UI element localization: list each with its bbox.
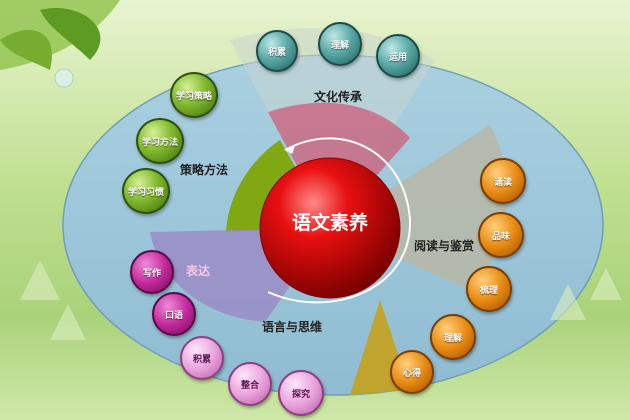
sector-khaki (330, 125, 508, 290)
category-culture: 文化传承 (314, 90, 363, 104)
node-reading-3[interactable]: 梳理 (466, 266, 512, 312)
leaf-decoration-icon (0, 0, 120, 88)
node-strategy-3[interactable]: 学习习惯 (122, 168, 170, 214)
node-reading-2[interactable]: 品味 (478, 212, 524, 258)
node-reading-1[interactable]: 诵读 (480, 158, 526, 204)
category-strategy: 策略方法 (180, 163, 229, 177)
node-strategy-1[interactable]: 学习策略 (170, 72, 218, 118)
category-expression: 表达 (186, 264, 211, 278)
node-culture-1[interactable]: 积累 (256, 30, 298, 72)
center-ball (259, 157, 401, 299)
node-culture-2[interactable]: 理解 (318, 22, 362, 66)
node-expression-2[interactable]: 口语 (152, 292, 196, 336)
orbit-arrow (267, 137, 412, 304)
node-language-1[interactable]: 积累 (180, 336, 224, 380)
node-language-3[interactable]: 探究 (278, 370, 324, 416)
node-strategy-2[interactable]: 学习方法 (136, 118, 184, 164)
node-reading-4[interactable]: 理解 (430, 314, 476, 360)
node-expression-1[interactable]: 写作 (130, 250, 174, 294)
node-reading-5[interactable]: 心得 (390, 350, 434, 394)
tree-decoration-icon (20, 260, 622, 340)
node-language-2[interactable]: 整合 (228, 362, 272, 406)
node-culture-3[interactable]: 运用 (376, 34, 420, 78)
category-language: 语言与思维 (262, 320, 323, 334)
category-reading: 阅读与鉴赏 (414, 239, 475, 253)
center-label: 语文素养 (291, 212, 368, 234)
